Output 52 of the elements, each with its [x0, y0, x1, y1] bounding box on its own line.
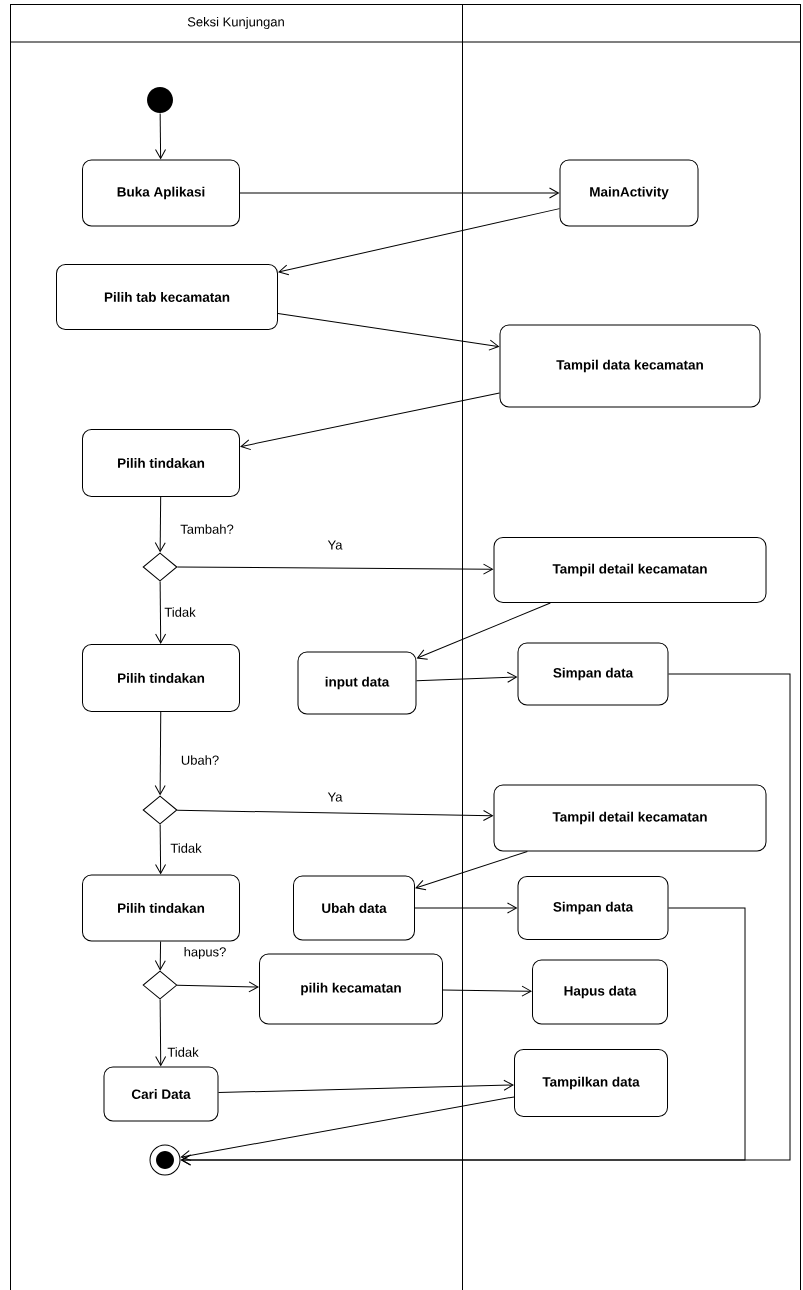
- arrow: [154, 711, 166, 796]
- action-box: Tampil data kecamatan: [499, 324, 761, 408]
- edge-label: Tidak: [166, 1046, 200, 1058]
- arrow: [416, 671, 517, 683]
- decision-diamond: [142, 552, 178, 582]
- arrow: [154, 941, 166, 971]
- arrow: [155, 823, 167, 874]
- action-box: MainActivity: [559, 159, 699, 227]
- action-box: Ubah data: [293, 875, 415, 941]
- arrow: [278, 208, 560, 276]
- action-box: Pilih tindakan: [82, 429, 240, 497]
- arrow: [416, 602, 551, 660]
- action-box: Pilih tab kecamatan: [56, 264, 278, 330]
- arrow: [180, 1096, 515, 1161]
- initial-node: [147, 87, 173, 113]
- action-box: Tampil detail kecamatan: [493, 784, 767, 852]
- arrow: [176, 981, 259, 993]
- action-box: Tampilkan data: [514, 1049, 668, 1117]
- edge-label: Tidak: [163, 606, 197, 618]
- edge-label: hapus?: [182, 945, 228, 961]
- action-box: Pilih tindakan: [82, 644, 240, 712]
- arrow: [181, 907, 746, 1166]
- action-box: Tampil detail kecamatan: [493, 537, 767, 603]
- arrow: [414, 902, 517, 914]
- action-box: Simpan data: [517, 642, 669, 706]
- action-box: Simpan data: [517, 876, 669, 940]
- decision-diamond: [142, 970, 178, 1000]
- edge-label: Ya: [326, 539, 344, 551]
- arrow: [155, 580, 167, 644]
- edge-label: Tambah?: [179, 523, 235, 535]
- arrow: [442, 985, 532, 997]
- final-node: [149, 1144, 181, 1176]
- action-box: Pilih tindakan: [82, 874, 240, 942]
- action-box: Buka Aplikasi: [82, 159, 240, 227]
- edge-label: Tidak: [169, 842, 203, 854]
- action-box: input data: [297, 651, 417, 715]
- arrow: [239, 187, 559, 199]
- edge-label: Ubah?: [179, 754, 221, 766]
- action-box: Cari Data: [103, 1066, 219, 1122]
- arrow: [176, 563, 493, 575]
- arrow: [154, 496, 166, 553]
- edge-label: Ya: [326, 791, 344, 803]
- arrow: [218, 1079, 514, 1094]
- arrow: [155, 998, 167, 1066]
- decision-diamond: [142, 795, 178, 825]
- arrow: [240, 392, 500, 451]
- action-box: pilih kecamatan: [259, 953, 443, 1025]
- arrow: [176, 809, 493, 821]
- action-box: Hapus data: [532, 959, 668, 1025]
- arrow: [277, 313, 499, 351]
- arrow: [415, 851, 528, 891]
- arrow: [155, 113, 167, 159]
